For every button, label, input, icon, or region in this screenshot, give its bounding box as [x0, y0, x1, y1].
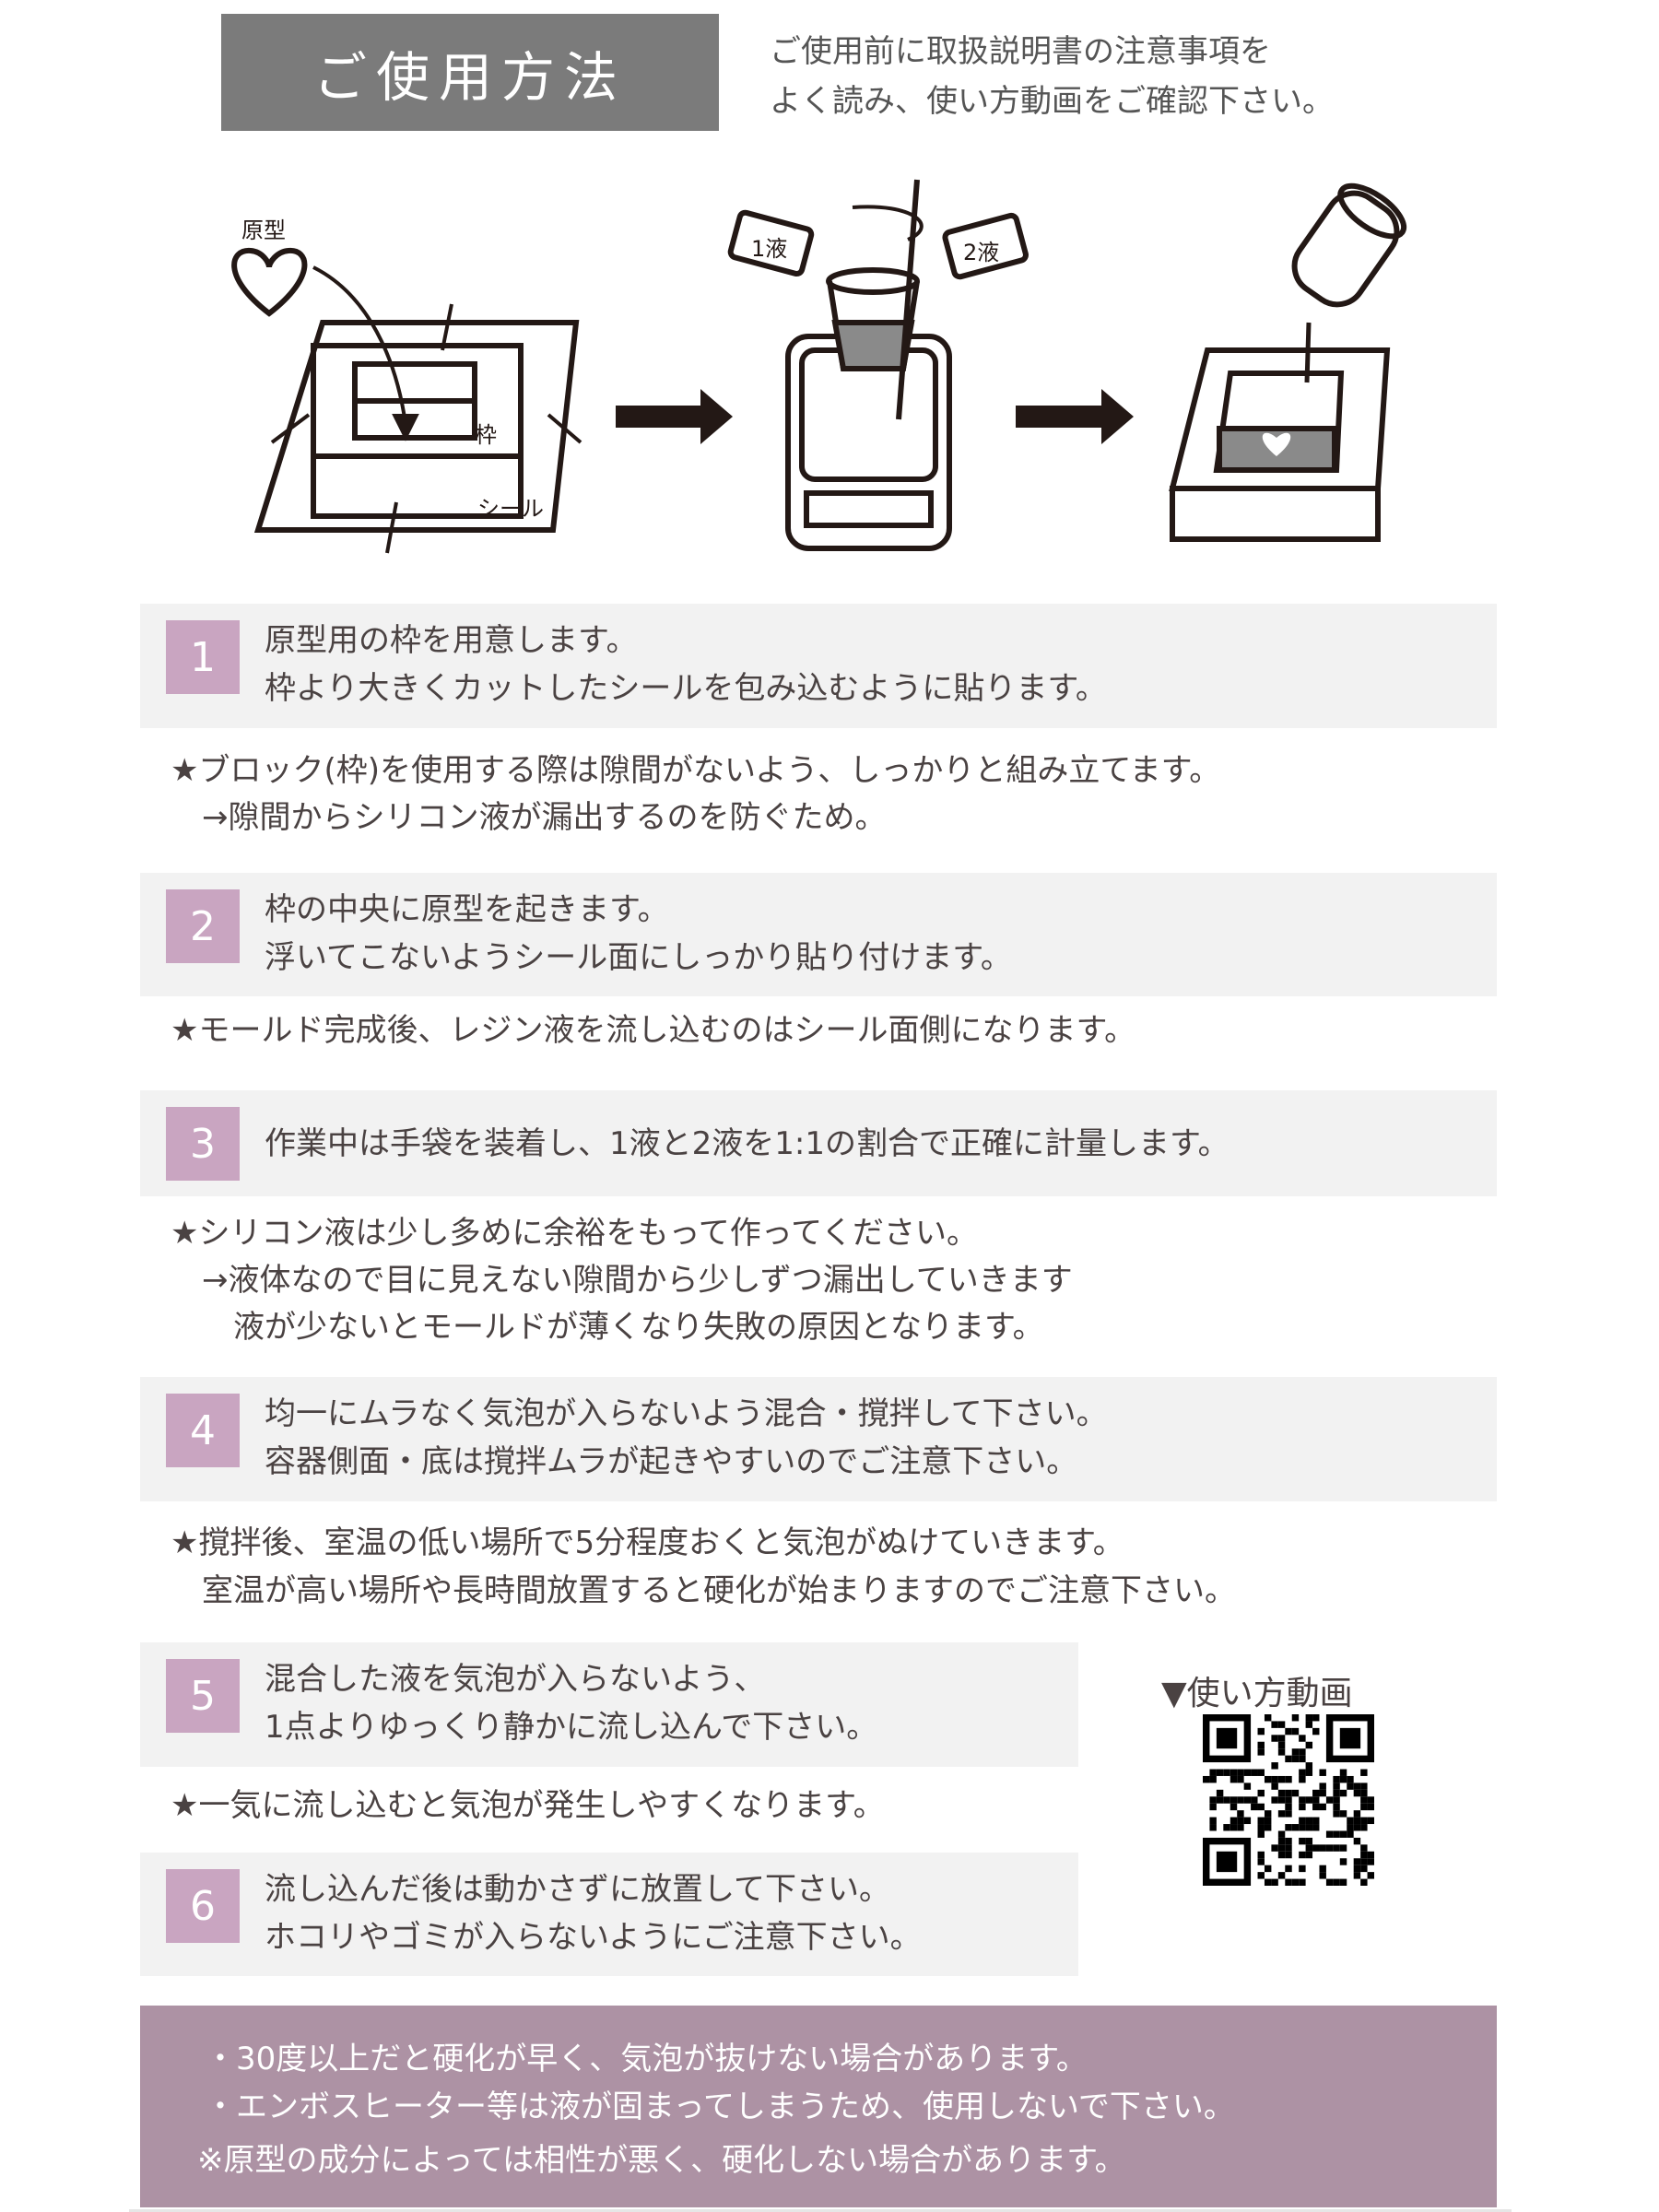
step-note: 室温が高い場所や長時間放置すると硬化が始まりますのでご注意下さい。 — [171, 1572, 1236, 1609]
step-2: 2 枠の中央に原型を起きます。 浮いてこないようシール面にしっかり貼り付けます。 — [140, 873, 1497, 996]
step-4: 4 均一にムラなく気泡が入らないよう混合・撹拌して下さい。 容器側面・底は撹拌ム… — [140, 1377, 1497, 1501]
qr-code-icon[interactable] — [1203, 1714, 1374, 1886]
intro-line-1: ご使用前に取扱説明書の注意事項を — [770, 33, 1271, 70]
step-text-line: 枠より大きくカットしたシールを包み込むように貼ります。 — [265, 670, 1107, 707]
step-text-line: 混合した液を気泡が入らないよう、 — [265, 1661, 766, 1698]
step-note: ★モールド完成後、レジン液を流し込むのはシール面側になります。 — [171, 1012, 1136, 1049]
label-liquid-2: 2液 — [963, 240, 999, 265]
step-number: 5 — [166, 1659, 240, 1733]
intro-line-2: よく読み、使い方動画をご確認下さい。 — [770, 83, 1334, 120]
step-number: 1 — [166, 620, 240, 694]
step-number: 6 — [166, 1869, 240, 1943]
mixing-drawing: 1液 2液 — [727, 179, 1029, 551]
warning-line: ※原型の成分によっては相性が悪く、硬化しない場合があります。 — [197, 2142, 1126, 2179]
step-note: →液体なので目に見えない隙間から少しずつ漏出していきます — [171, 1262, 1073, 1299]
step-3: 3 作業中は手袋を装着し、1液と2液を1:1の割合で正確に計量します。 — [140, 1090, 1497, 1196]
warning-line: ・30度以上だと硬化が早く、気泡が抜けない場合があります。 — [205, 2041, 1088, 2077]
step-text-line: 1点よりゆっくり静かに流し込んで下さい。 — [265, 1709, 878, 1746]
label-liquid-1: 1液 — [751, 236, 787, 262]
step-number: 2 — [166, 889, 240, 963]
label-original: 原型 — [241, 218, 286, 243]
step-6: 6 流し込んだ後は動かさずに放置して下さい。 ホコリやゴミが入らないようにご注意… — [140, 1853, 1078, 1976]
step-text-line: 流し込んだ後は動かさずに放置して下さい。 — [265, 1871, 890, 1908]
procedure-illustration: 原型 枠 シール 1液 2液 — [231, 179, 1407, 554]
step-note: 液が少ないとモールドが薄くなり失敗の原因となります。 — [171, 1309, 1044, 1346]
video-label: ▼使い方動画 — [1161, 1675, 1353, 1712]
step-text-line: 浮いてこないようシール面にしっかり貼り付けます。 — [265, 939, 1012, 976]
step-text-line: 均一にムラなく気泡が入らないよう混合・撹拌して下さい。 — [265, 1395, 1108, 1432]
step-note: ★シリコン液は少し多めに余裕をもって作ってください。 — [171, 1215, 979, 1252]
pouring-drawing — [1169, 182, 1407, 542]
page-title: ご使用方法 — [221, 14, 719, 131]
divider — [129, 2209, 1512, 2212]
frame-setup-drawing: 原型 枠 シール — [231, 218, 582, 554]
step-note: ★撹拌後、室温の低い場所で5分程度おくと気泡がぬけていきます。 — [171, 1524, 1124, 1561]
step-text-line: 作業中は手袋を装着し、1液と2液を1:1の割合で正確に計量します。 — [265, 1125, 1230, 1162]
step-number: 3 — [166, 1107, 240, 1181]
step-text-line: ホコリやゴミが入らないようにご注意下さい。 — [265, 1919, 922, 1956]
heart-icon — [231, 247, 308, 317]
step-text-line: 原型用の枠を用意します。 — [265, 622, 638, 659]
arrow-right-icon — [616, 389, 733, 444]
warning-line: ・エンボスヒーター等は液が固まってしまうため、使用しないで下さい。 — [205, 2088, 1235, 2125]
arrow-right-icon — [1016, 389, 1134, 444]
warning-box: ・30度以上だと硬化が早く、気泡が抜けない場合があります。 ・エンボスヒーター等… — [140, 2006, 1497, 2207]
step-note: ★一気に流し込むと気泡が発生しやすくなります。 — [171, 1787, 885, 1824]
step-text-line: 容器側面・底は撹拌ムラが起きやすいのでご注意下さい。 — [265, 1443, 1078, 1480]
step-number: 4 — [166, 1394, 240, 1467]
step-note: →隙間からシリコン液が漏出するのを防ぐため。 — [171, 799, 887, 836]
label-seal: シール — [477, 496, 544, 522]
label-frame: 枠 — [475, 422, 497, 448]
step-note: ★ブロック(枠)を使用する際は隙間がないよう、しっかりと組み立てます。 — [171, 752, 1221, 789]
step-1: 1 原型用の枠を用意します。 枠より大きくカットしたシールを包み込むように貼りま… — [140, 604, 1497, 728]
step-5: 5 混合した液を気泡が入らないよう、 1点よりゆっくり静かに流し込んで下さい。 — [140, 1642, 1078, 1767]
step-text-line: 枠の中央に原型を起きます。 — [265, 891, 669, 928]
